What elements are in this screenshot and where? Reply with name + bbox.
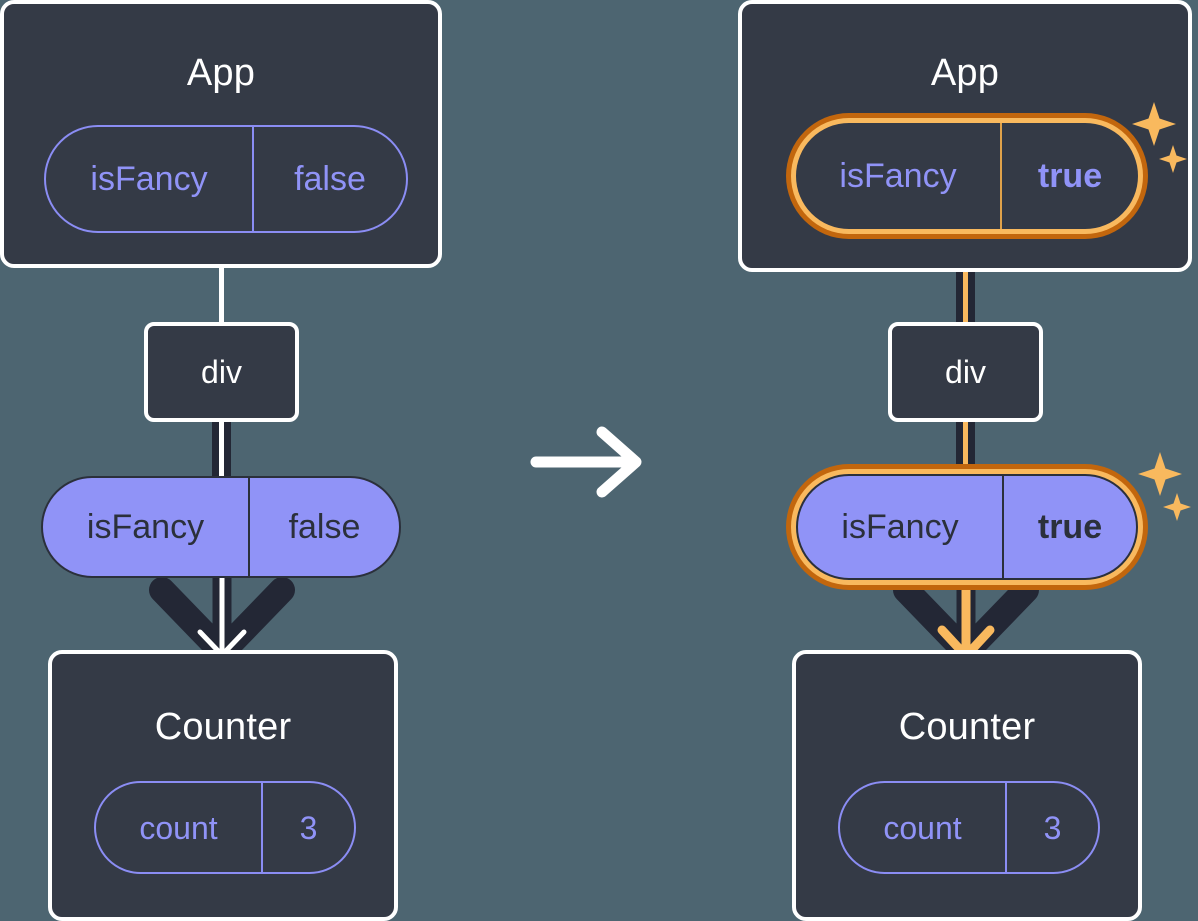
element-label-div-right: div [945,353,986,390]
state-pill-counter-left[interactable]: count 3 [94,781,356,874]
props-pill-value: true [1002,476,1136,578]
sparkle-small-icon [1159,145,1187,173]
component-title-app-left: App [186,52,256,94]
component-title-app-right: App [930,52,1000,94]
state-pill-value: true [1000,123,1138,229]
ring-inner: isFancy true [791,469,1143,585]
component-title-counter-left: Counter [154,706,292,748]
element-box-div-right[interactable]: div [888,322,1043,422]
component-box-app-left[interactable]: App isFancy false [0,0,442,268]
state-pill-value: 3 [1005,783,1098,872]
element-label-div-left: div [201,353,242,390]
ring-inner: isFancy true [791,118,1143,234]
state-pill-app-left[interactable]: isFancy false [44,125,408,233]
connector-div-to-props-left [212,418,231,482]
props-pill-key: isFancy [841,508,959,546]
props-pill-highlight-ring-right[interactable]: isFancy true [786,464,1148,590]
transition-arrow-icon [530,426,642,498]
props-pill-right: isFancy true [796,474,1138,580]
sparkle-large-icon [1138,452,1182,496]
state-pill-value: 3 [261,783,354,872]
state-pill-key: isFancy [839,157,957,195]
props-pill-left[interactable]: isFancy false [41,476,401,578]
component-box-counter-right[interactable]: Counter count 3 [792,650,1142,921]
element-box-div-left[interactable]: div [144,322,299,422]
component-box-counter-left[interactable]: Counter count 3 [48,650,398,921]
state-pill-highlight-ring-app-right[interactable]: isFancy true [786,113,1148,239]
state-pill-app-right: isFancy true [796,123,1138,229]
sparkle-large-icon [1132,102,1176,146]
state-pill-counter-right[interactable]: count 3 [838,781,1100,874]
connector-app-to-div-left [219,262,224,324]
state-pill-key: count [139,809,218,846]
sparkle-small-icon [1163,493,1191,521]
connector-core [219,418,224,482]
state-pill-key: isFancy [90,160,208,198]
state-pill-key: count [883,809,962,846]
props-pill-key: isFancy [86,508,205,546]
component-title-counter-right: Counter [898,706,1036,748]
props-pill-value: false [248,478,399,576]
connector-core [963,418,968,482]
state-pill-value: false [252,127,406,231]
